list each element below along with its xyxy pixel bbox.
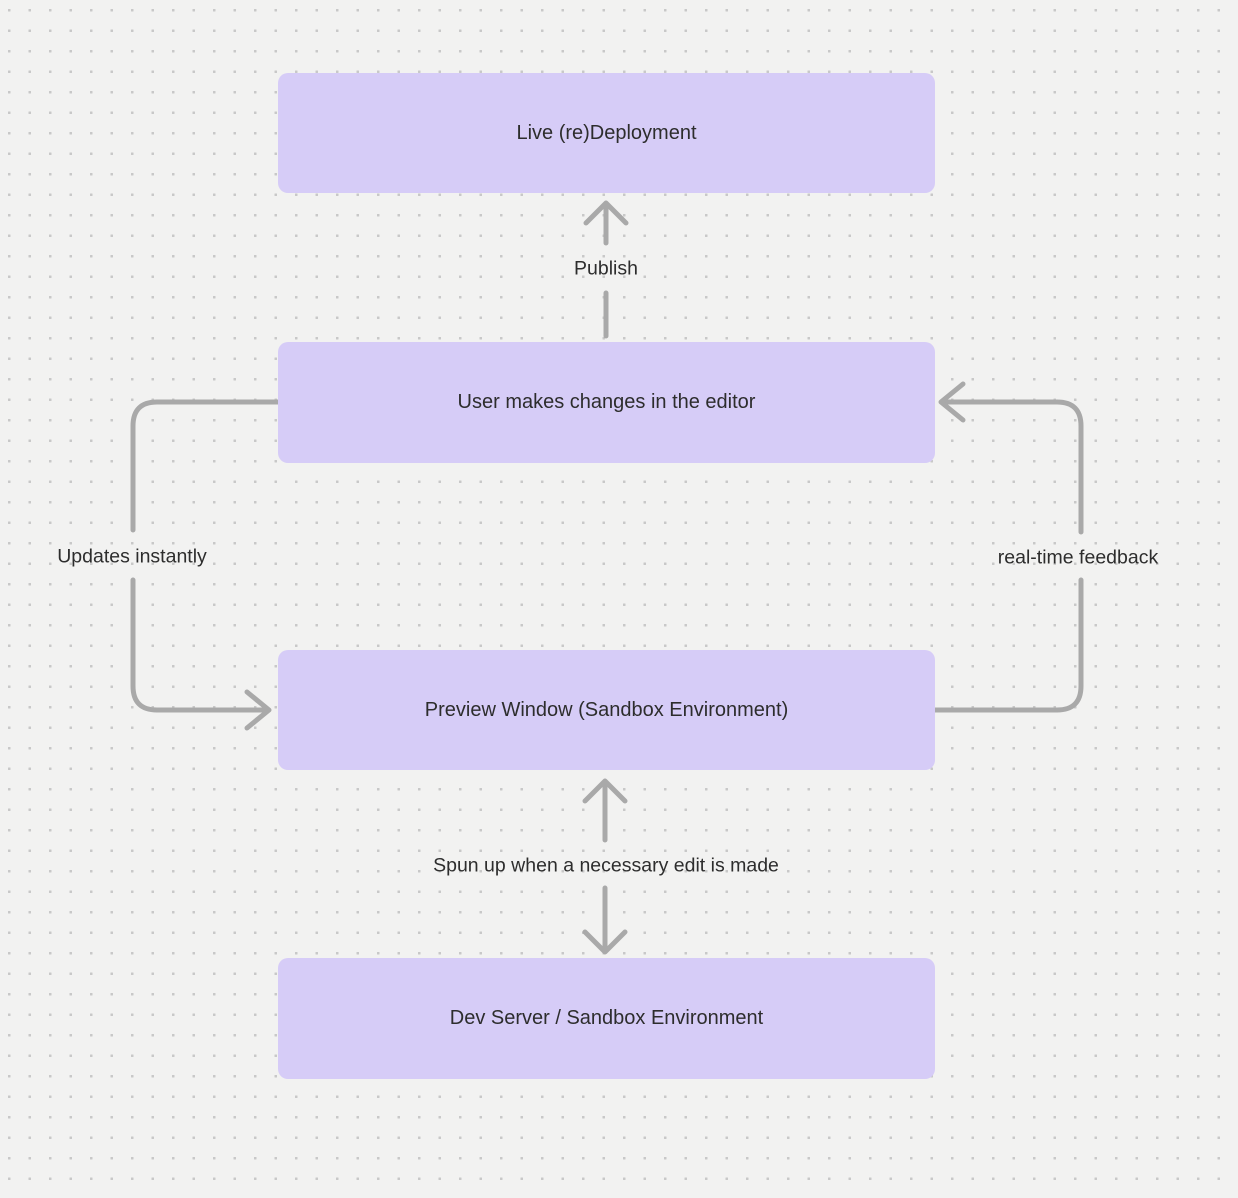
spun-up-arrow-head-down-icon [582, 929, 628, 955]
edge-label-spun-up: Spun up when a necessary edit is made [433, 854, 779, 877]
node-live-deployment: Live (re)Deployment [278, 73, 935, 193]
edge-label-publish: Publish [574, 257, 638, 280]
updates-loop-lower [130, 577, 266, 713]
edge-label-updates-instantly: Updates instantly [57, 545, 207, 568]
edge-label-real-time-feedback: real-time feedback [997, 546, 1159, 569]
node-preview-window-label: Preview Window (Sandbox Environment) [424, 698, 789, 721]
feedback-arrow-head-left-icon [938, 381, 966, 423]
node-dev-server: Dev Server / Sandbox Environment [278, 958, 935, 1079]
publish-arrow-head-up-icon [583, 200, 629, 226]
spun-up-arrow-head-up-icon [582, 778, 628, 804]
node-user-editor-label: User makes changes in the editor [457, 391, 756, 413]
updates-loop-upper [130, 399, 281, 533]
node-user-editor: User makes changes in the editor [278, 342, 935, 463]
node-preview-window: Preview Window (Sandbox Environment) [278, 650, 935, 770]
node-dev-server-label: Dev Server / Sandbox Environment [449, 1007, 764, 1029]
feedback-loop-lower [932, 577, 1084, 713]
feedback-loop-upper [944, 399, 1084, 535]
updates-arrow-head-right-icon [244, 689, 272, 731]
node-live-deployment-label: Live (re)Deployment [516, 121, 697, 144]
